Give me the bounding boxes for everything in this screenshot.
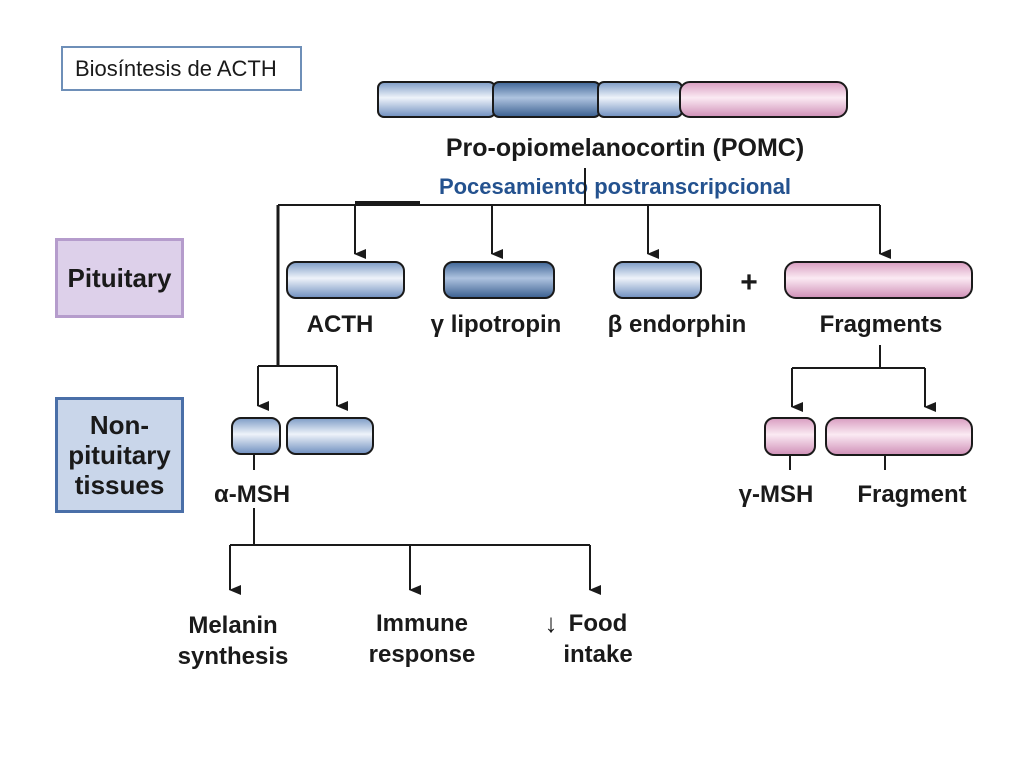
pituitary-cylinders [286, 261, 973, 299]
pomc-segment-3 [597, 81, 683, 118]
fragment-label: Fragment [857, 481, 966, 508]
melanin-label-line-2: synthesis [178, 643, 289, 670]
non-pituitary-cylinders [231, 417, 973, 456]
diagram-title: Biosíntesis de ACTH [75, 55, 277, 81]
non-pituitary-label: Non- pituitary tissues [68, 410, 171, 500]
effect-labels: Melanin synthesis Immune response ↓ Food… [178, 608, 633, 670]
pomc-cylinder [377, 81, 848, 118]
pituitary-label: Pituitary [67, 262, 172, 293]
food-decrease-arrow-icon: ↓ [545, 608, 558, 638]
clip-cylinder [286, 417, 374, 455]
immune-label-line-1: Immune [376, 610, 468, 637]
branch-lines [229, 168, 936, 595]
pomc-label: Pro-opiomelanocortin (POMC) [446, 134, 804, 162]
pomc-segment-1 [377, 81, 496, 118]
gamma-msh-cylinder [764, 417, 816, 456]
fragments-label: Fragments [820, 311, 943, 338]
gamma-lipotropin-cylinder [443, 261, 555, 299]
food-label-line-2: intake [563, 641, 632, 668]
pituitary-box: Pituitary [55, 238, 184, 318]
immune-label-line-2: response [369, 641, 476, 668]
melanin-label-line-1: Melanin [188, 612, 277, 639]
acth-cylinder [286, 261, 405, 299]
food-label-line-1: Food [569, 610, 628, 637]
fragment-cylinder [825, 417, 973, 456]
gamma-lipotropin-label: γ lipotropin [431, 311, 562, 338]
alpha-msh-label: α-MSH [214, 481, 290, 508]
fragments-cylinder [784, 261, 973, 299]
pomc-segment-2 [492, 81, 601, 118]
pomc-segment-4 [679, 81, 848, 118]
alpha-msh-cylinder [231, 417, 281, 455]
gamma-msh-label: γ-MSH [739, 481, 814, 508]
processing-label: Pocesamiento postranscripcional [439, 174, 791, 199]
beta-endorphin-label: β endorphin [608, 311, 747, 338]
beta-endorphin-cylinder [613, 261, 702, 299]
title-box: Biosíntesis de ACTH [61, 46, 302, 91]
plus-sign: + [740, 266, 758, 299]
acth-label: ACTH [307, 311, 374, 338]
non-pituitary-box: Non- pituitary tissues [55, 397, 184, 513]
